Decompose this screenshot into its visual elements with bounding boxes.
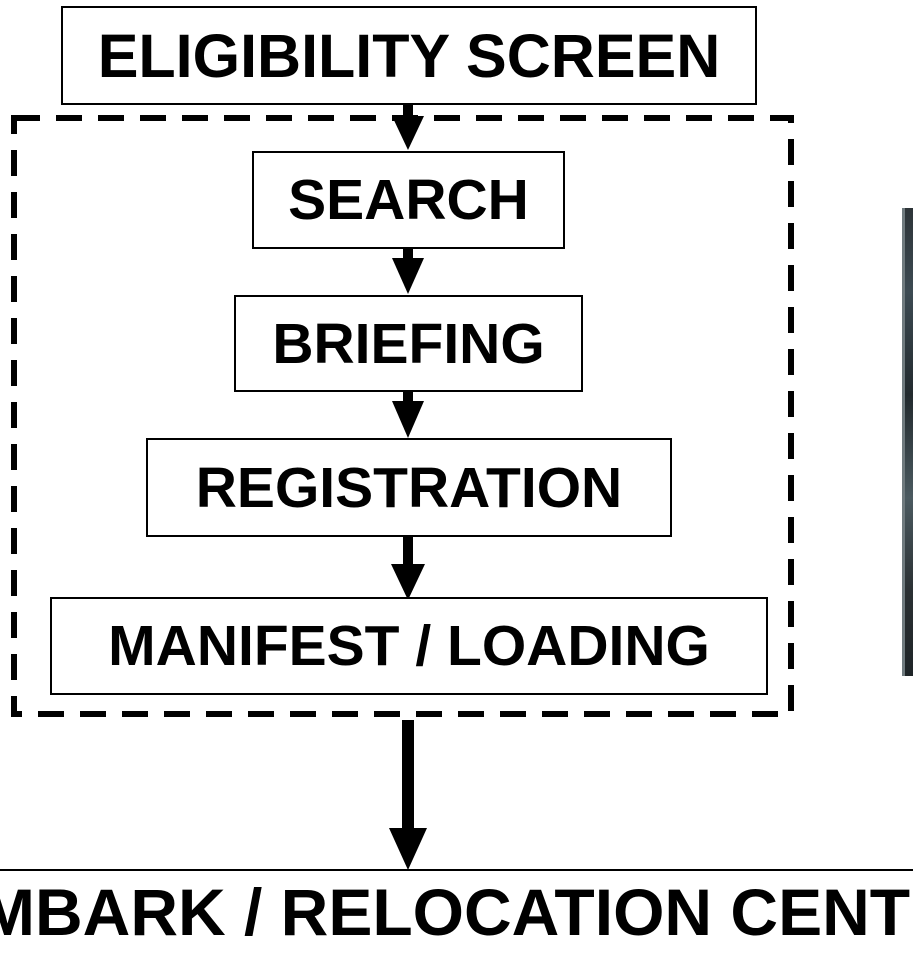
step-registration: REGISTRATION — [146, 438, 672, 537]
arrow-group-to-destination — [389, 720, 427, 870]
step-manifest-loading: MANIFEST / LOADING — [50, 597, 768, 695]
cropped-photo-edge — [902, 208, 905, 676]
arrow-eligibility-to-search — [392, 104, 424, 150]
arrow-briefing-to-registration — [392, 391, 424, 438]
step-eligibility-screen: ELIGIBILITY SCREEN — [61, 6, 757, 105]
cropped-photo — [902, 208, 913, 676]
step-eligibility-screen-label: ELIGIBILITY SCREEN — [97, 21, 721, 90]
step-search-label: SEARCH — [288, 168, 529, 232]
step-registration-label: REGISTRATION — [195, 455, 623, 520]
destination-box-top-edge — [0, 869, 913, 871]
destination-label: EMBARK / RELOCATION CENTER — [0, 875, 913, 949]
step-manifest-loading-label: MANIFEST / LOADING — [108, 614, 710, 678]
arrow-registration-to-manifest — [391, 536, 425, 600]
step-briefing-label: BRIEFING — [272, 311, 545, 376]
step-briefing: BRIEFING — [234, 295, 583, 392]
arrow-search-to-briefing — [392, 248, 424, 294]
step-search: SEARCH — [252, 151, 565, 249]
